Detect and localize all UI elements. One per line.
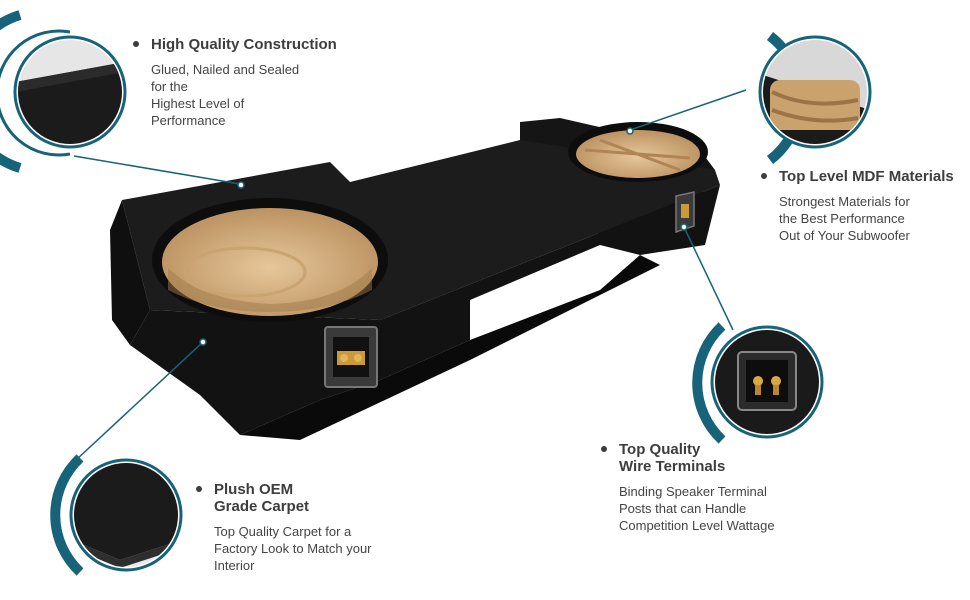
callout-construction: High Quality Construction Glued, Nailed … bbox=[133, 36, 393, 129]
speaker-terminal-icon bbox=[692, 322, 824, 444]
carpet-corner-icon bbox=[0, 10, 127, 173]
carpet-edge-icon bbox=[50, 454, 183, 576]
callout-terminals: Top Quality Wire Terminals Binding Speak… bbox=[601, 441, 831, 534]
subwoofer-box bbox=[110, 118, 720, 440]
callout-carpet-desc: Top Quality Carpet for a Factory Look to… bbox=[214, 524, 372, 573]
callout-mdf-desc: Strongest Materials for the Best Perform… bbox=[779, 194, 910, 243]
callout-mdf: Top Level MDF Materials Strongest Materi… bbox=[761, 168, 970, 244]
callout-carpet-title: Plush OEM Grade Carpet bbox=[196, 481, 426, 515]
callout-construction-desc: Glued, Nailed and Sealed for the Highest… bbox=[151, 62, 300, 128]
callout-construction-title: High Quality Construction bbox=[133, 36, 393, 53]
callout-carpet: Plush OEM Grade Carpet Top Quality Carpe… bbox=[196, 481, 426, 574]
callout-mdf-title: Top Level MDF Materials bbox=[761, 168, 970, 185]
connector-lines bbox=[73, 89, 747, 461]
callout-terminals-title: Top Quality Wire Terminals bbox=[601, 441, 831, 475]
callout-terminals-desc: Binding Speaker Terminal Posts that can … bbox=[619, 484, 775, 533]
mdf-wood-icon bbox=[758, 32, 872, 164]
